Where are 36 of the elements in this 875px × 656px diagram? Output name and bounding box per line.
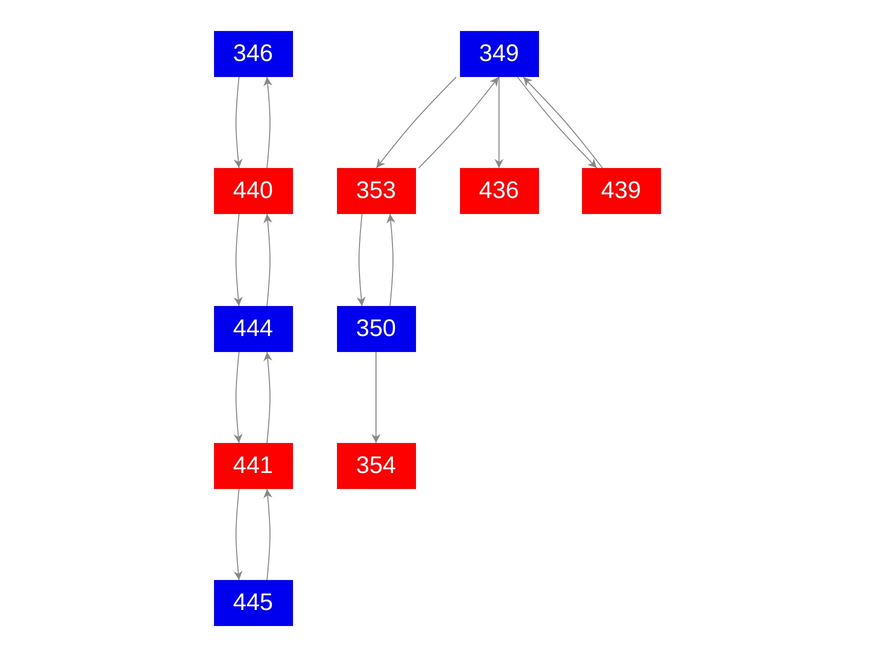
arrow	[234, 214, 243, 306]
arrow	[356, 214, 366, 306]
node-box	[460, 31, 538, 77]
arrow	[494, 76, 504, 168]
node-label: 440	[232, 177, 274, 205]
node-box	[460, 168, 538, 214]
node-box	[336, 443, 416, 489]
node-box	[582, 168, 660, 214]
arrow	[418, 76, 500, 168]
arrow	[263, 488, 272, 580]
node-box	[214, 306, 292, 352]
arrow	[263, 214, 272, 306]
node-box	[336, 168, 416, 214]
arrow	[263, 352, 272, 444]
node-box	[214, 580, 292, 626]
arrow	[376, 76, 457, 168]
node-label: 439	[600, 177, 642, 205]
node-box	[214, 443, 292, 489]
node-box	[336, 306, 416, 352]
arrow	[386, 214, 396, 306]
arrow	[263, 76, 272, 168]
node-label: 353	[356, 177, 396, 205]
node-label: 436	[478, 177, 520, 205]
arrow	[234, 76, 243, 168]
node-label: 346	[232, 40, 274, 68]
node-label: 444	[232, 315, 274, 343]
node-box	[214, 31, 292, 77]
node-label: 349	[478, 40, 520, 68]
node-label: 350	[356, 315, 396, 343]
node-box	[214, 168, 292, 214]
arrow	[234, 352, 243, 444]
node-label: 441	[232, 452, 274, 480]
node-label: 445	[232, 589, 274, 617]
arrow	[372, 352, 380, 444]
node-label: 354	[356, 452, 396, 480]
arrow	[234, 488, 243, 580]
